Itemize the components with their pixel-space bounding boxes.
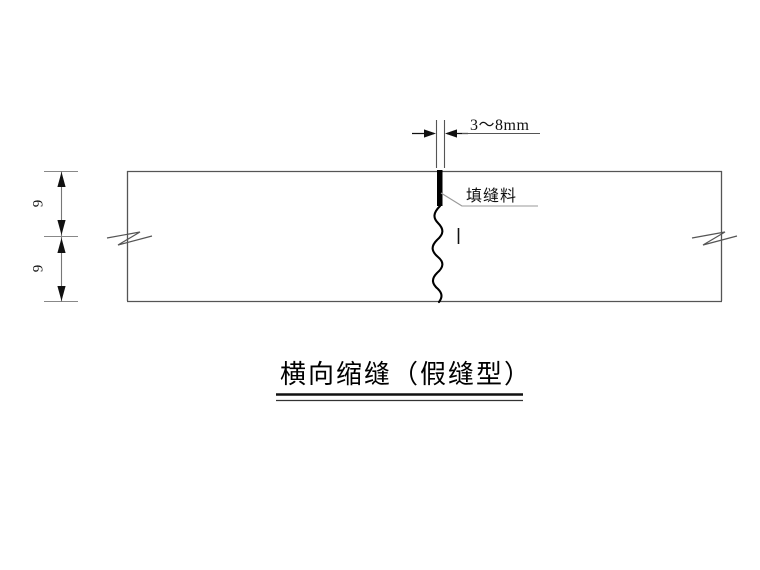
title-underline bbox=[276, 393, 523, 402]
break-symbol-left bbox=[106, 231, 153, 246]
break-symbol-right bbox=[691, 231, 738, 246]
slab-outline bbox=[126, 170, 723, 303]
sealant-callout-label: 填缝料 bbox=[466, 186, 518, 205]
slab-thickness-dimension bbox=[44, 171, 78, 302]
joint-sealant-bar bbox=[437, 170, 443, 206]
joint-width-dimension-label: 3～8mm bbox=[470, 117, 530, 134]
sealant-callout-leader bbox=[440, 192, 538, 207]
induced-crack-line bbox=[431, 204, 444, 304]
joint-width-dimension bbox=[412, 120, 540, 168]
slab-lower-thickness-label: 9 bbox=[30, 264, 47, 273]
slab-upper-thickness-label: 9 bbox=[30, 199, 47, 208]
figure-title: 横向缩缝（假缝型） bbox=[280, 360, 533, 390]
